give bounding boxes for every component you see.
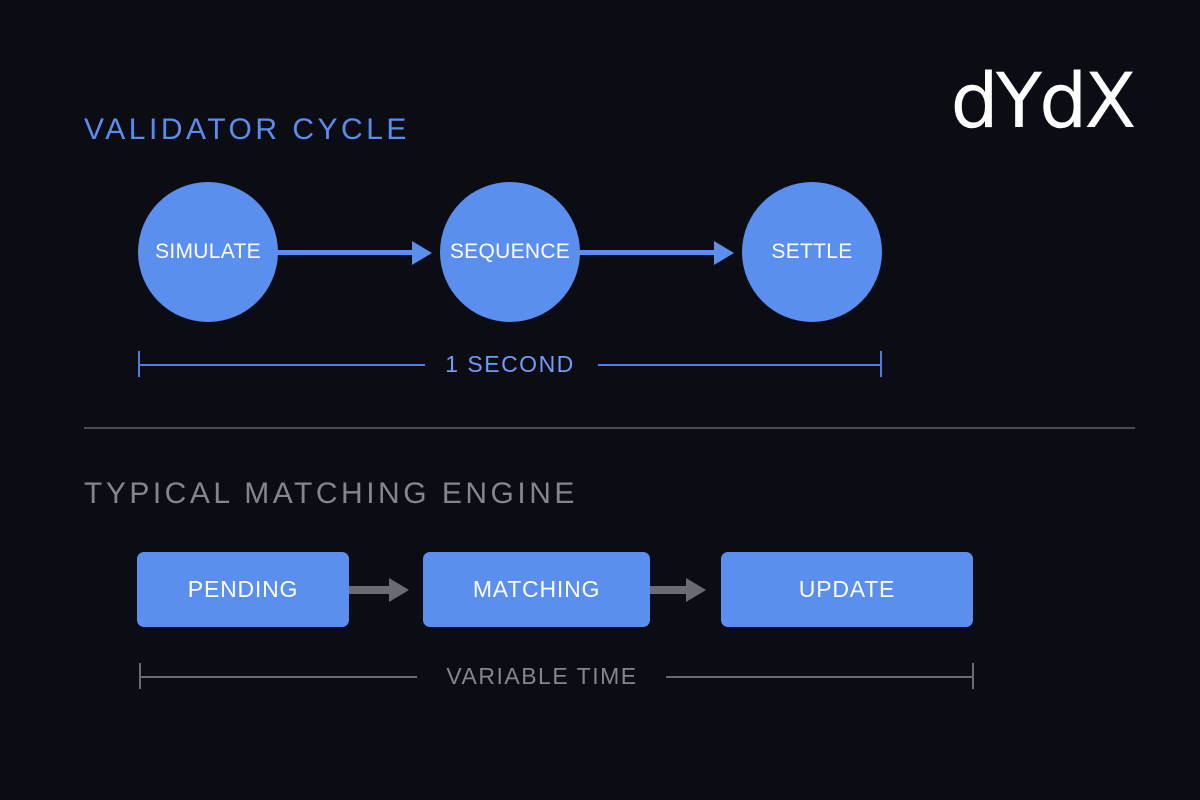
bracket-left-tick: [138, 351, 140, 377]
matching-engine-title: TYPICAL MATCHING ENGINE: [84, 477, 578, 510]
step-settle: SETTLE: [742, 182, 882, 322]
bracket-line-right: [666, 676, 973, 678]
arrow-matching-to-update: [650, 586, 688, 594]
bracket-right-tick: [880, 351, 882, 377]
duration-label-one-second: 1 SECOND: [445, 351, 575, 377]
validator-cycle-title: VALIDATOR CYCLE: [84, 113, 410, 146]
section-divider: [84, 427, 1135, 429]
arrow-sequence-to-settle: [572, 250, 718, 255]
arrow-pending-to-matching: [349, 586, 391, 594]
arrow-head-icon: [389, 578, 409, 602]
bracket-line-left: [139, 364, 425, 366]
arrow-head-icon: [412, 241, 432, 265]
step-update: UPDATE: [721, 552, 973, 627]
arrow-head-icon: [714, 241, 734, 265]
bracket-line-right: [598, 364, 881, 366]
arrow-head-icon: [686, 578, 706, 602]
step-sequence: SEQUENCE: [440, 182, 580, 322]
dydx-logo: dYdX: [950, 56, 1137, 145]
arrow-simulate-to-sequence: [270, 250, 416, 255]
step-simulate: SIMULATE: [138, 182, 278, 322]
duration-label-variable-time: VARIABLE TIME: [446, 663, 638, 689]
step-matching: MATCHING: [423, 552, 650, 627]
step-pending: PENDING: [137, 552, 349, 627]
bracket-right-tick: [972, 663, 974, 689]
bracket-left-tick: [139, 663, 141, 689]
bracket-line-left: [140, 676, 417, 678]
